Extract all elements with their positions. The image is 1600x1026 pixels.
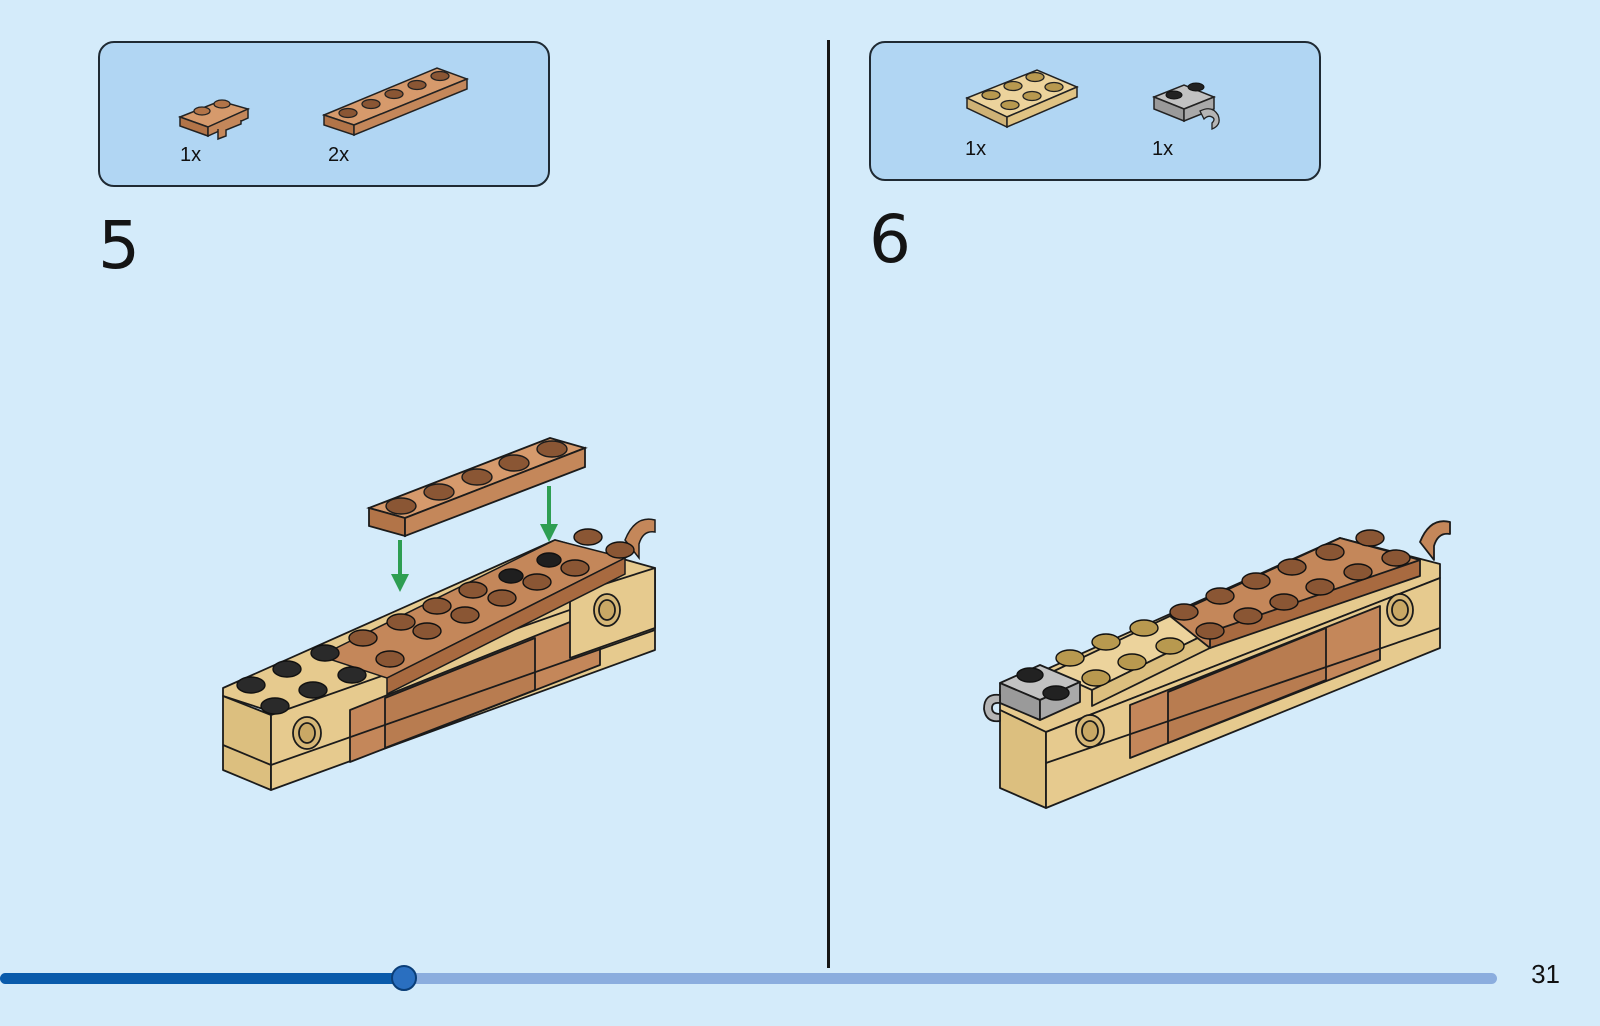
parts-callout-step-5: 1x 2x <box>98 41 550 187</box>
page-divider <box>827 40 830 968</box>
page-number: 31 <box>1531 959 1560 990</box>
progress-bar <box>0 973 1497 984</box>
step-5-assembly-illustration <box>215 440 675 820</box>
plate-with-clip-icon <box>1152 79 1232 139</box>
step-number: 6 <box>869 207 911 273</box>
progress-knob-icon[interactable] <box>391 965 417 991</box>
parts-callout-step-6: 1x 1x <box>869 41 1321 181</box>
plate-1x6-icon <box>322 63 472 143</box>
part-qty: 1x <box>965 138 986 161</box>
step-6-assembly-illustration <box>980 520 1450 820</box>
plate-1x2-with-clip-icon <box>178 91 258 141</box>
step-number: 5 <box>98 213 140 279</box>
part-qty: 1x <box>180 144 201 167</box>
part-qty: 1x <box>1152 138 1173 161</box>
plate-2x3-icon <box>965 65 1085 140</box>
part-qty: 2x <box>328 144 349 167</box>
progress-fill <box>0 973 404 984</box>
